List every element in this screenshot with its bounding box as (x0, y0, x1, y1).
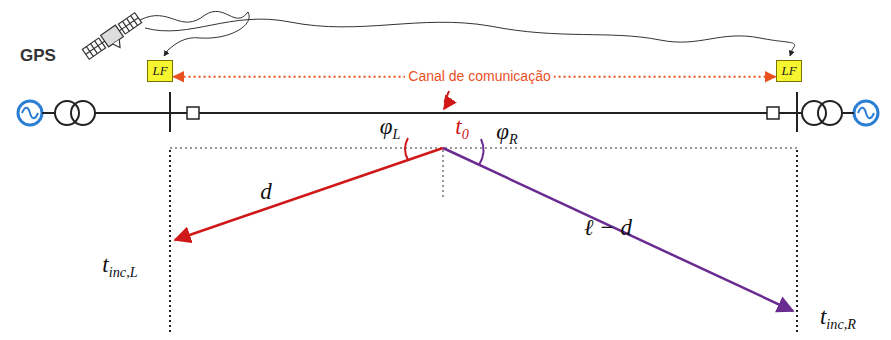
diagram-label: tinc,L (102, 252, 137, 281)
relay-box: LF (776, 60, 801, 82)
reference-line (442, 150, 444, 200)
angle-arc (405, 138, 408, 160)
diagram-label: ℓ − d (584, 215, 632, 240)
subscript: L (392, 126, 400, 142)
diagram-label: tinc,R (820, 304, 856, 333)
symbol: t (455, 114, 461, 139)
fault-arrow (444, 91, 450, 109)
subscript: R (509, 131, 518, 147)
reference-line (796, 150, 798, 332)
angle-arc (479, 139, 484, 165)
breaker-symbol (187, 107, 199, 119)
relay-label: LF (152, 63, 167, 79)
diagram-label: φR (496, 119, 517, 148)
generator-symbol (854, 101, 878, 125)
relay-box: LF (147, 60, 172, 82)
subscript: inc,R (826, 316, 856, 332)
diagram-label: t0 (455, 114, 469, 143)
symbol: φ (496, 119, 509, 144)
transformer-symbol (802, 101, 842, 125)
symbol: t (102, 252, 108, 277)
breaker-symbol (767, 107, 779, 119)
relay-label: LF (781, 63, 796, 79)
diagram-label: φL (380, 114, 401, 143)
subscript: inc,L (109, 264, 138, 280)
gps-signal (140, 11, 249, 56)
wave-path (443, 148, 793, 311)
symbol: φ (380, 114, 393, 139)
symbol: t (820, 304, 826, 329)
diagram-label: d (260, 179, 272, 204)
diagram-label: GPS (20, 47, 56, 66)
transformer-symbol (55, 101, 95, 125)
transmission-line (170, 112, 797, 114)
gps-signal (145, 19, 795, 56)
channel-label: Canal de comunicação (405, 69, 553, 84)
wave-path (175, 148, 443, 240)
generator-symbol (18, 101, 42, 125)
satellite-icon (82, 12, 146, 66)
reference-line (169, 150, 171, 332)
subscript: 0 (462, 126, 469, 142)
